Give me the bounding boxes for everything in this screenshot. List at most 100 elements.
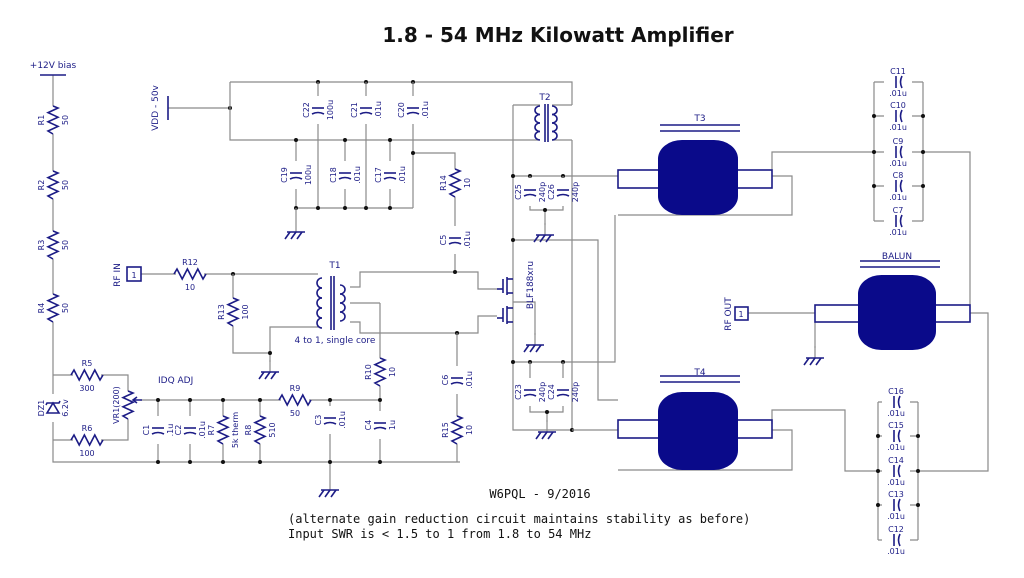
junction-dot <box>364 206 368 210</box>
component-value: 50 <box>61 115 70 125</box>
component-value: .01u <box>398 166 407 184</box>
component-c14: C14.01u <box>882 456 910 487</box>
wire <box>513 301 536 335</box>
component-ref: VR1(200) <box>112 386 121 424</box>
component-ref: C19 <box>280 167 289 183</box>
component-value: 100 <box>241 304 250 319</box>
component-value: 10 <box>388 367 397 377</box>
t1-note: 4 to 1, single core <box>295 336 376 346</box>
wire <box>230 81 573 105</box>
component-value: .01u <box>889 193 907 202</box>
junction-dot <box>876 469 880 473</box>
component-ref: R2 <box>37 180 46 191</box>
junction-dot <box>258 398 262 402</box>
component-ref: R4 <box>37 303 46 314</box>
idq-adj-label: IDQ ADJ <box>158 376 193 386</box>
component-value: .01u <box>887 512 905 521</box>
component-ref: C26 <box>547 184 556 200</box>
ground-icon <box>284 220 305 240</box>
t3-label: T3 <box>693 114 705 124</box>
component-value: .01u <box>889 228 907 237</box>
component-ref: C10 <box>890 101 906 110</box>
junction-dot <box>876 434 880 438</box>
t2-label: T2 <box>538 93 550 103</box>
mosfet-icon <box>497 277 513 295</box>
component-c18: C18.01u <box>329 161 362 189</box>
wire <box>413 152 456 272</box>
component-value: 1u <box>388 420 397 430</box>
wire <box>918 312 989 472</box>
mosfet-icon <box>497 306 513 324</box>
component-c2: C2.01u <box>174 416 207 444</box>
ground-icon <box>258 360 279 380</box>
junction-dot <box>545 410 549 414</box>
t4-label: T4 <box>693 368 705 378</box>
component-ref: C4 <box>364 420 373 431</box>
junction-dot <box>921 114 925 118</box>
t1-label: T1 <box>328 261 340 271</box>
component-ref: R6 <box>82 424 93 433</box>
component-c20: C20.01u <box>397 96 430 124</box>
junction-dot <box>921 150 925 154</box>
wire <box>513 215 616 363</box>
component-ref: C25 <box>514 184 523 200</box>
junction-dot <box>343 206 347 210</box>
component-c4: C4 1u <box>364 411 397 439</box>
component-c12: C12.01u <box>882 525 910 556</box>
component-value: .01u <box>421 101 430 119</box>
component-ref: R12 <box>182 258 198 267</box>
t4-toroid-icon <box>658 392 738 470</box>
junction-dot <box>258 460 262 464</box>
component-value: 300 <box>79 384 94 393</box>
rf-out-label: RF OUT <box>724 297 734 331</box>
component-r10: R10 10 <box>364 357 397 387</box>
component-c21: C21.01u <box>350 96 383 124</box>
component-value: 240p <box>538 382 547 402</box>
component-c8: C8 .01u <box>884 171 912 202</box>
component-ref: R8 <box>244 425 253 436</box>
component-ref: R7 <box>207 425 216 436</box>
component-ref: C3 <box>314 415 323 426</box>
rf-in-label: RF IN <box>113 263 123 287</box>
component-ref: R1 <box>37 115 46 126</box>
junction-dot <box>221 460 225 464</box>
component-value: .01u <box>887 547 905 556</box>
component-value: 240p <box>571 182 580 202</box>
component-ref: C9 <box>893 137 904 146</box>
component-ref: R15 <box>441 422 450 438</box>
t2-transformer-icon <box>534 104 558 142</box>
ground-icon <box>803 346 824 366</box>
wire <box>513 239 618 401</box>
junction-dot <box>876 503 880 507</box>
component-value: 100u <box>326 100 335 120</box>
component-value: 50 <box>61 240 70 250</box>
component-ref: C8 <box>893 171 904 180</box>
junction-dot <box>221 398 225 402</box>
wire <box>229 82 513 141</box>
component-value: 10 <box>465 425 474 435</box>
component-ref: C13 <box>888 490 904 499</box>
wire <box>52 75 460 463</box>
transistor-label: BLF188xru <box>526 261 536 309</box>
component-ref: R10 <box>364 364 373 380</box>
junction-dot <box>511 174 515 178</box>
component-value: .01u <box>887 443 905 452</box>
wire <box>771 409 878 472</box>
junction-dot <box>188 460 192 464</box>
component-ref: R14 <box>439 175 448 191</box>
component-ref: C21 <box>350 102 359 118</box>
ground-icon <box>318 478 339 498</box>
component-c3: C3.01u <box>314 406 347 434</box>
